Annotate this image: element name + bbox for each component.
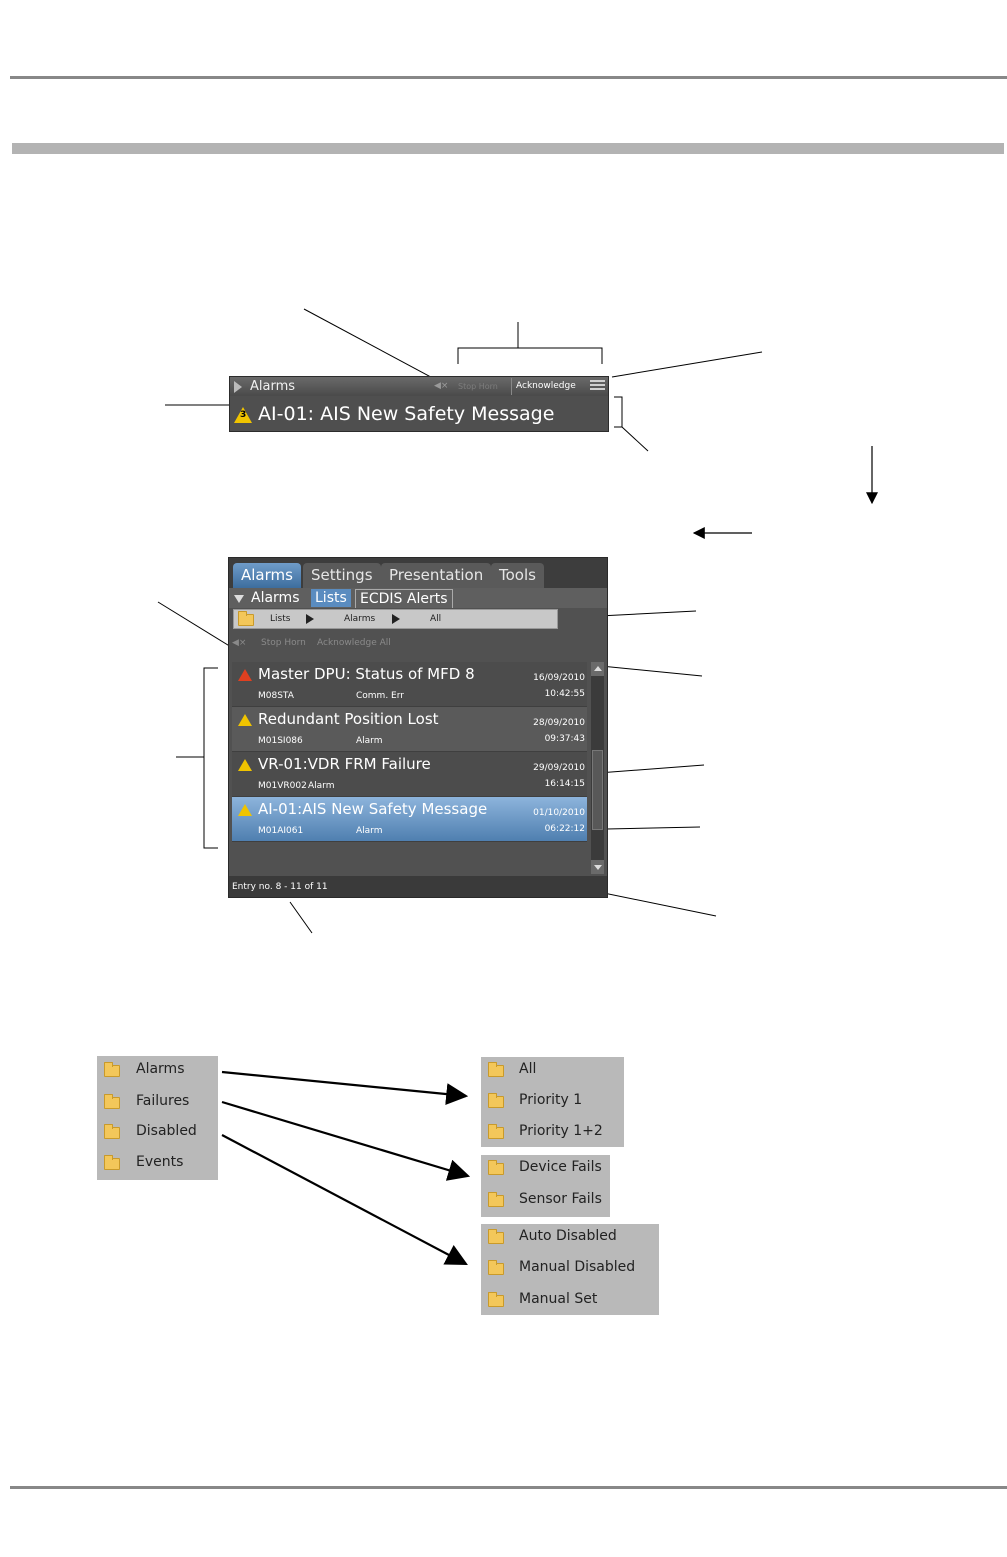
callout-footer (289, 901, 313, 934)
alarm-code: M01VR002 (258, 781, 307, 791)
subtab-lists[interactable]: Lists (311, 589, 351, 607)
yellow-warning-icon (238, 714, 252, 726)
scroll-up-icon[interactable] (591, 662, 604, 676)
section-rule (12, 143, 1004, 154)
alarm-date: 28/09/2010 (533, 718, 585, 728)
scroll-thumb[interactable] (592, 750, 603, 830)
breadcrumb-lists[interactable]: Lists (270, 614, 291, 624)
callout-mute (303, 308, 443, 384)
alarm-time: 06:22:12 (544, 824, 585, 834)
alarm-bar: Alarms ◀× Stop Horn Acknowledge 3 AI-01:… (229, 376, 609, 432)
callout-scrollbar (597, 764, 705, 774)
bracket-buttons (457, 322, 603, 364)
alarm-time: 09:37:43 (544, 734, 585, 744)
folder-icon (488, 1062, 504, 1077)
alarm-bar-header: Alarms ◀× Stop Horn Acknowledge (230, 377, 608, 396)
folder-icon (488, 1093, 504, 1108)
alarm-title: Redundant Position Lost (258, 710, 439, 728)
tab-tools[interactable]: Tools (491, 563, 544, 588)
folder-icon (104, 1124, 120, 1139)
acknowledge-all-button[interactable]: Acknowledge All (317, 638, 391, 648)
priority-warning-icon: 3 (234, 406, 252, 423)
list-item[interactable]: VR-01:VDR FRM Failure M01VR002 Alarm 29/… (232, 752, 587, 797)
folder-list-failures: Device Fails Sensor Fails (481, 1155, 610, 1217)
alarm-message-text: AI-01: AIS New Safety Message (258, 403, 555, 425)
alarm-time: 10:42:55 (544, 689, 585, 699)
alarm-list-panel: Alarms Settings Presentation Tools Alarm… (228, 557, 608, 898)
acknowledge-button[interactable]: Acknowledge (511, 378, 580, 395)
alarm-time: 16:14:15 (544, 779, 585, 789)
list-item[interactable]: Redundant Position Lost M01SI086 Alarm 2… (232, 707, 587, 752)
alarm-date: 16/09/2010 (533, 673, 585, 683)
alarm-category: Alarm (308, 781, 335, 791)
yellow-warning-icon (238, 759, 252, 771)
folder-list-main: Alarms Failures Disabled Events (97, 1056, 218, 1180)
breadcrumb-arrow-icon (392, 614, 400, 624)
subtab-ecdis-alerts[interactable]: ECDIS Alerts (355, 589, 453, 608)
mute-button[interactable]: ◀× (232, 638, 247, 648)
callout-menu (611, 351, 763, 378)
yellow-warning-icon (238, 804, 252, 816)
alarm-category: Alarm (356, 826, 383, 836)
entry-count: Entry no. 8 - 11 of 11 (229, 876, 607, 897)
alarm-list: Master DPU: Status of MFD 8 M08STA Comm.… (232, 662, 587, 842)
breadcrumb-arrow-icon (306, 614, 314, 624)
alarm-code: M01AI061 (258, 826, 304, 836)
alarm-title: VR-01:VDR FRM Failure (258, 755, 431, 773)
alarm-category: Comm. Err (356, 691, 404, 701)
breadcrumb-all[interactable]: All (430, 614, 442, 624)
folder-icon (104, 1094, 120, 1109)
sub-tabs: Alarms Lists ECDIS Alerts (229, 588, 607, 608)
arrow-disabled (221, 1134, 468, 1266)
folder-icon (488, 1229, 504, 1244)
list-toolbar: ◀× Stop Horn Acknowledge All (229, 632, 607, 654)
expand-icon[interactable] (234, 381, 242, 393)
alarm-message[interactable]: 3 AI-01: AIS New Safety Message (234, 403, 554, 425)
folder-icon (238, 611, 254, 626)
alarm-date: 01/10/2010 (533, 808, 585, 818)
folder-icon (488, 1292, 504, 1307)
callout-mute-list (157, 601, 237, 651)
alarm-category: Alarm (356, 736, 383, 746)
alarm-date: 29/09/2010 (533, 763, 585, 773)
header-rule (10, 76, 1007, 79)
mute-button[interactable]: ◀× (434, 381, 449, 391)
folder-list-alarms: All Priority 1 Priority 1+2 (481, 1057, 624, 1147)
bracket-list (176, 667, 218, 849)
scrollbar[interactable] (591, 662, 604, 874)
callout-message (621, 426, 649, 452)
folder-icon (488, 1192, 504, 1207)
breadcrumb: Lists Alarms All (233, 609, 558, 629)
tab-presentation[interactable]: Presentation (381, 563, 492, 588)
menu-icon[interactable] (590, 380, 605, 393)
scroll-down-icon[interactable] (591, 860, 604, 874)
bracket-message (614, 396, 623, 428)
footer-rule (10, 1486, 1007, 1489)
arrow-alarms (221, 1070, 469, 1106)
tab-alarms[interactable]: Alarms (233, 563, 301, 588)
subtab-alarms[interactable]: Alarms (251, 590, 300, 606)
alarm-title: Master DPU: Status of MFD 8 (258, 665, 475, 683)
stop-horn-button[interactable]: Stop Horn (458, 382, 498, 391)
folder-icon (488, 1124, 504, 1139)
main-tabs: Alarms Settings Presentation Tools (229, 558, 607, 588)
alarm-code: M08STA (258, 691, 294, 701)
red-warning-icon (238, 669, 252, 681)
folder-icon (488, 1160, 504, 1175)
alarm-title: AI-01:AIS New Safety Message (258, 800, 488, 818)
folder-icon (104, 1155, 120, 1170)
tab-settings[interactable]: Settings (303, 563, 381, 588)
alarm-bar-title: Alarms (250, 379, 296, 394)
stop-horn-button[interactable]: Stop Horn (261, 638, 306, 648)
folder-list-disabled: Auto Disabled Manual Disabled Manual Set (481, 1224, 659, 1315)
collapse-icon[interactable] (234, 595, 244, 603)
breadcrumb-alarms[interactable]: Alarms (344, 614, 376, 624)
alarm-code: M01SI086 (258, 736, 303, 746)
list-item-selected[interactable]: AI-01:AIS New Safety Message M01AI061 Al… (232, 797, 587, 842)
list-item[interactable]: Master DPU: Status of MFD 8 M08STA Comm.… (232, 662, 587, 707)
folder-icon (104, 1062, 120, 1077)
folder-icon (488, 1260, 504, 1275)
arrow-failures (221, 1100, 471, 1181)
